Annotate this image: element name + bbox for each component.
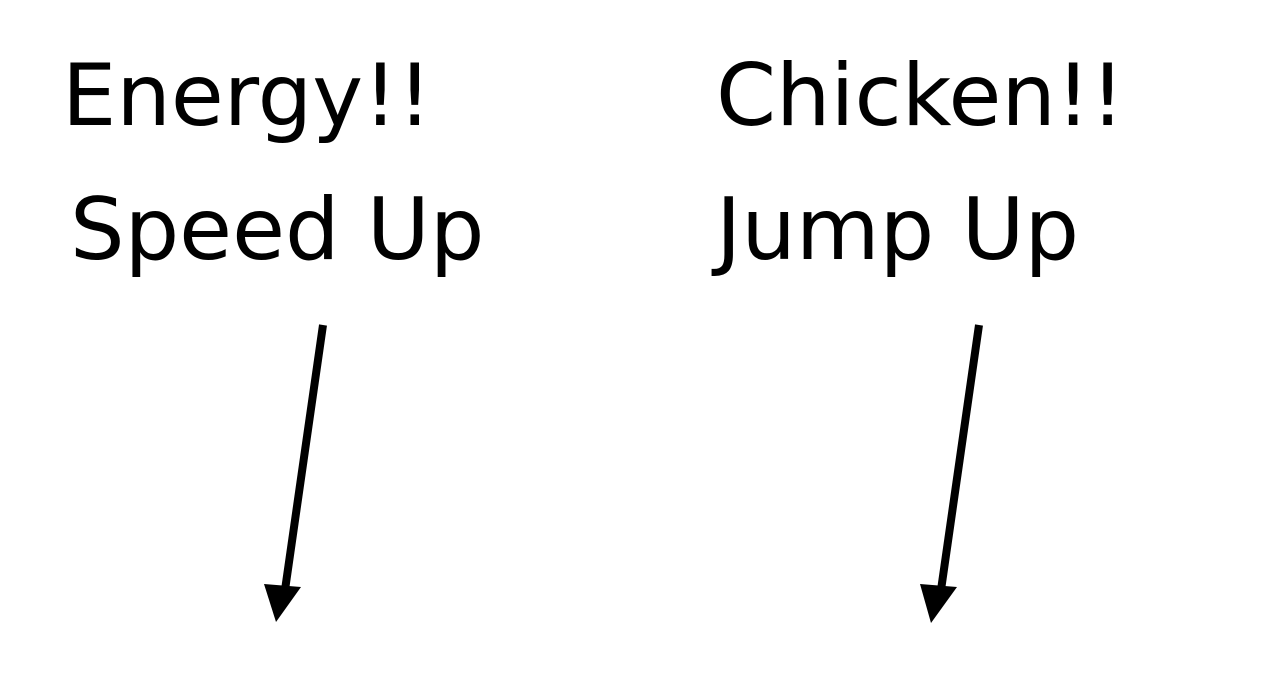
jump-up-label: Jump Up — [716, 180, 1080, 280]
speed-up-label: Speed Up — [70, 180, 485, 280]
chicken-label: Chicken!! — [716, 46, 1125, 146]
right-arrow-down-icon — [920, 324, 983, 623]
left-arrow-down-icon — [264, 324, 327, 622]
energy-label: Energy!! — [62, 46, 433, 146]
